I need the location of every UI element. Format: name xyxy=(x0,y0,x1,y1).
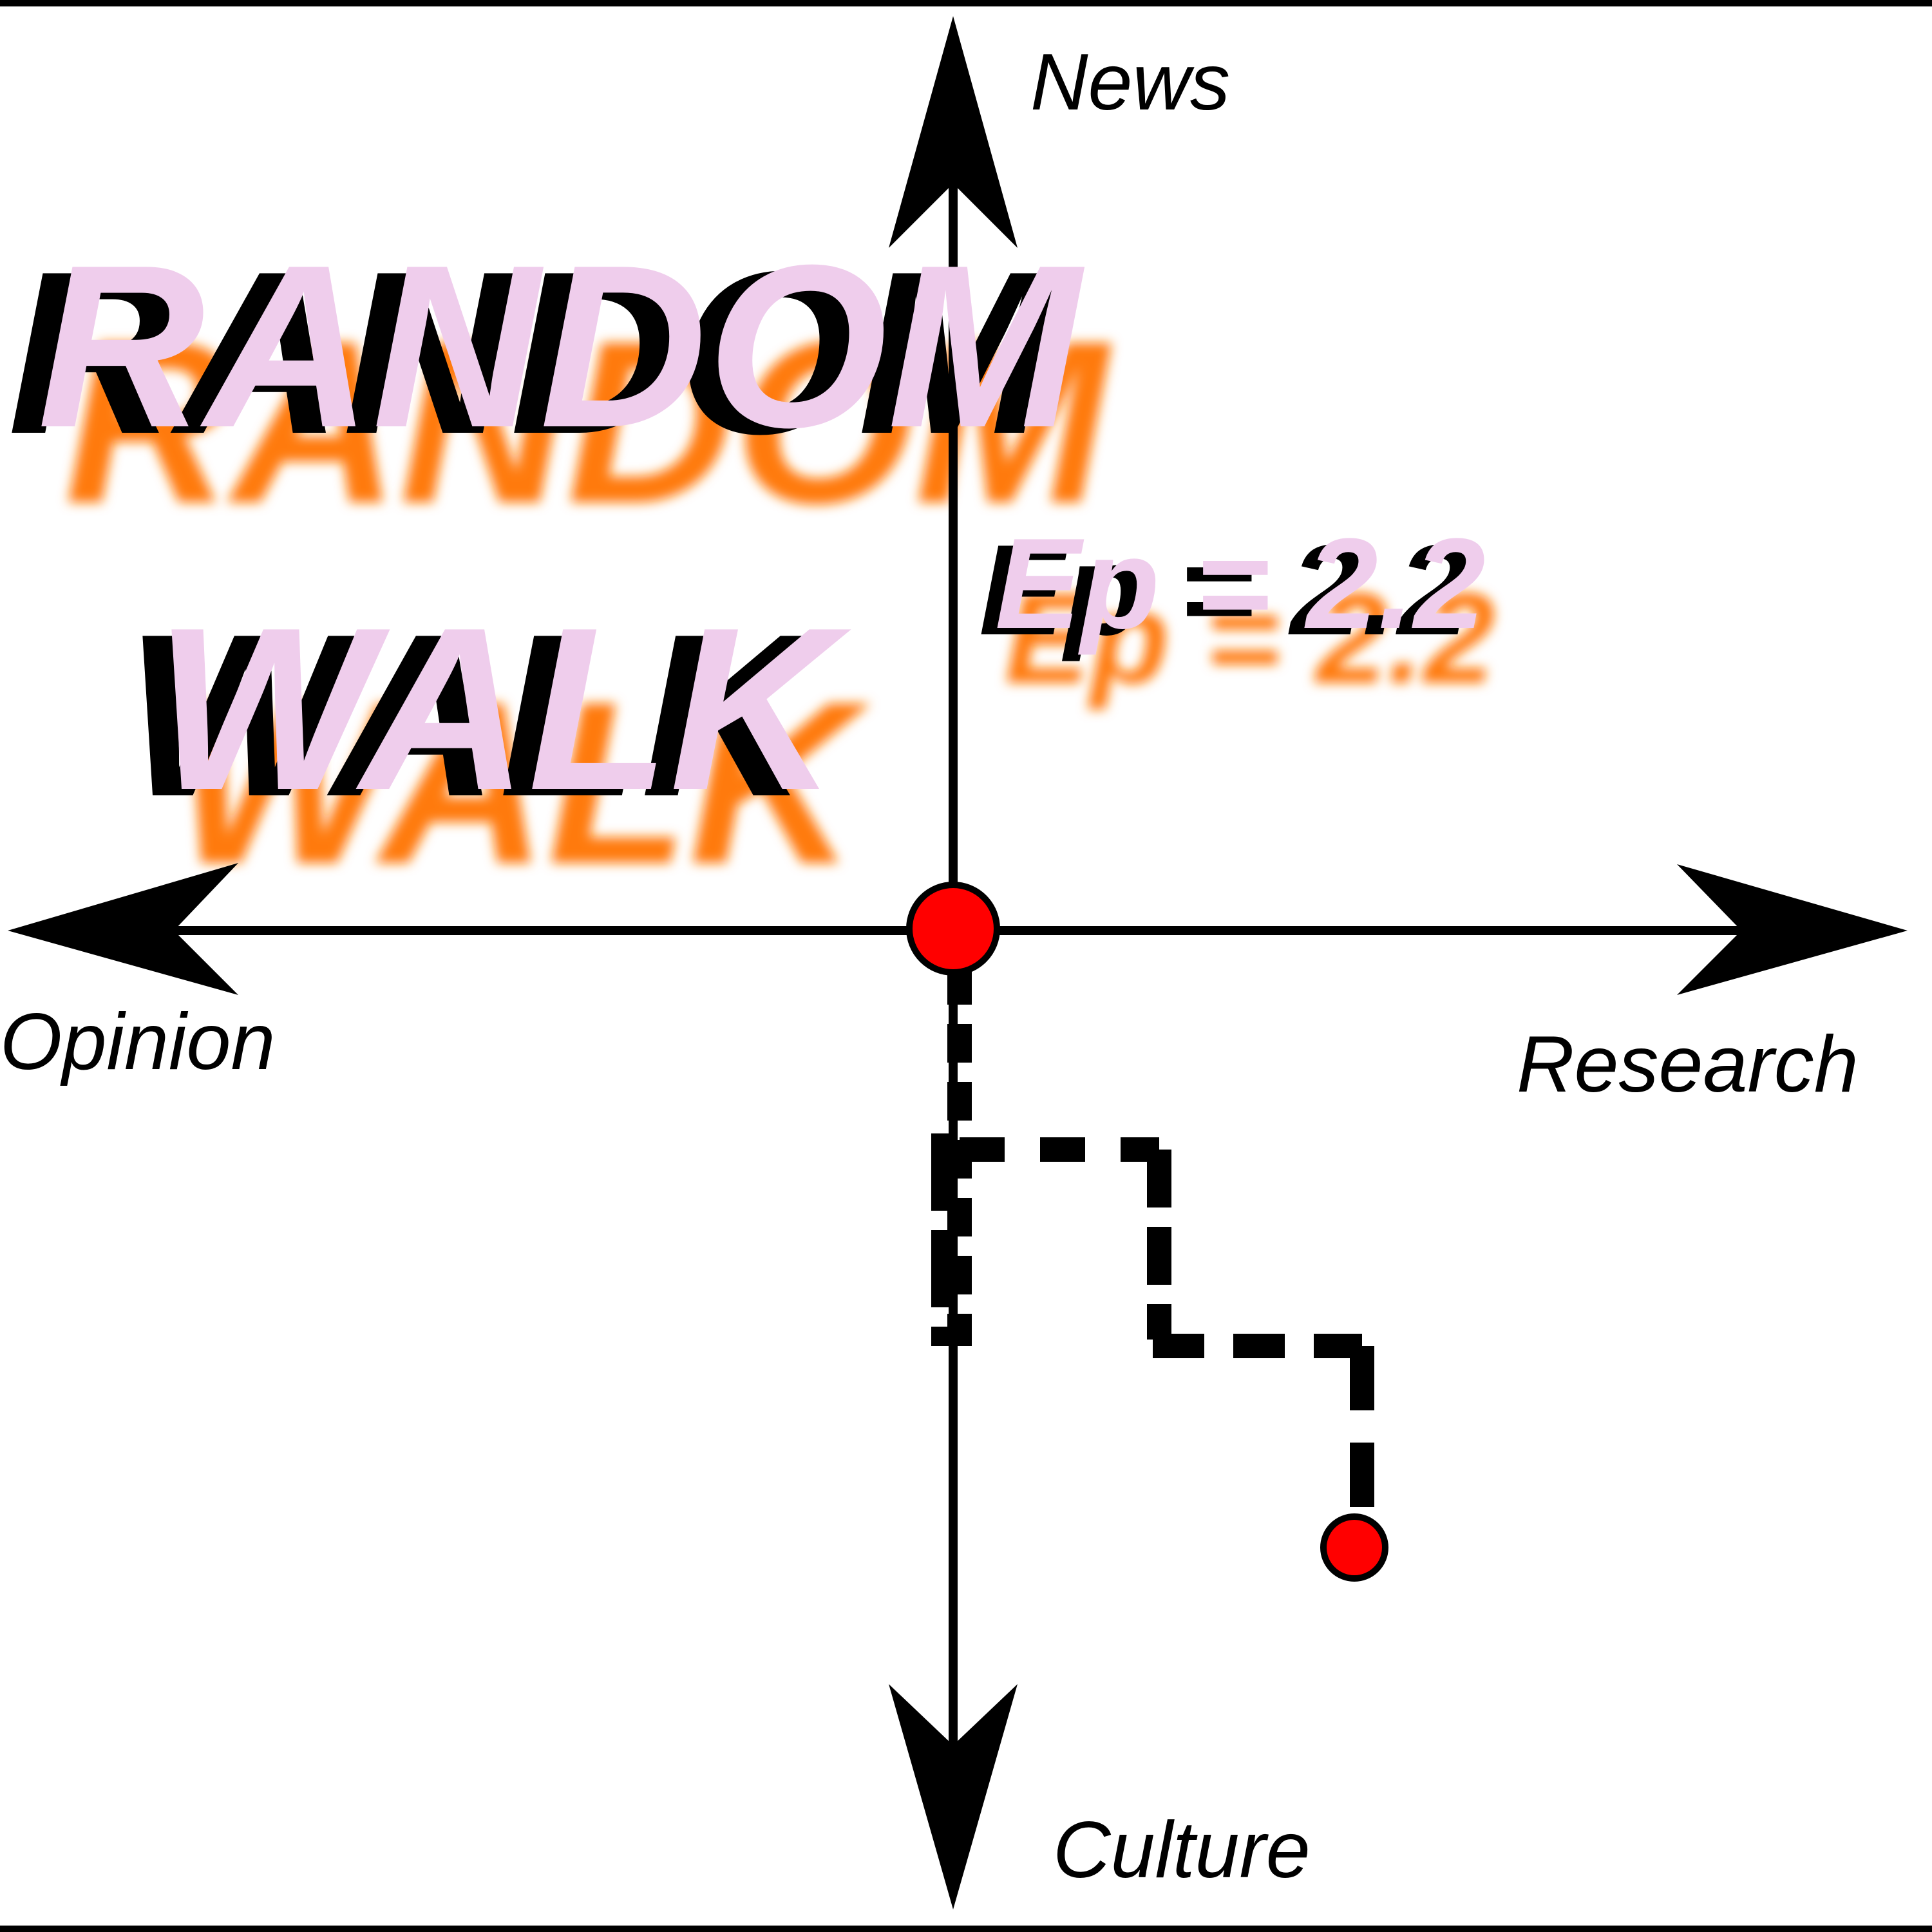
episode-label: Ep = 2.2 xyxy=(995,512,1486,656)
title-line2-glow: WALK xyxy=(174,654,874,913)
arrow-up-icon xyxy=(889,16,1018,248)
title-line1-shadow: RANDOM xyxy=(8,223,1057,482)
title-line2: WALK xyxy=(155,580,855,838)
bottom-frame-line xyxy=(0,1926,1932,1932)
axis-label-opinion: Opinion xyxy=(0,998,275,1086)
episode-glow: Ep = 2.2 xyxy=(1005,567,1495,710)
arrow-right-icon xyxy=(1677,864,1908,995)
endpoint-marker xyxy=(1320,1513,1388,1582)
title-line1: RANDOM xyxy=(37,217,1086,476)
arrow-down-icon xyxy=(889,1684,1018,1909)
arrow-left-icon xyxy=(8,863,238,995)
axis-label-news: News xyxy=(1030,38,1230,127)
top-frame-line xyxy=(0,0,1932,6)
title-line1-glow: RANDOM xyxy=(64,293,1113,552)
axis-label-research: Research xyxy=(1517,1020,1859,1109)
title-glow-layer: RANDOM WALK Ep = 2.2 xyxy=(64,293,1495,913)
random-walk-path xyxy=(931,966,1374,1520)
title-shadow-layer: RANDOM WALK Ep = 2.2 xyxy=(8,223,1470,845)
origin-marker xyxy=(906,882,1000,976)
title-main-layer: RANDOM WALK Ep = 2.2 xyxy=(37,217,1486,838)
axis-label-culture: Culture xyxy=(1053,1806,1311,1895)
title-line2-shadow: WALK xyxy=(126,586,826,845)
episode-shadow: Ep = 2.2 xyxy=(979,518,1470,662)
